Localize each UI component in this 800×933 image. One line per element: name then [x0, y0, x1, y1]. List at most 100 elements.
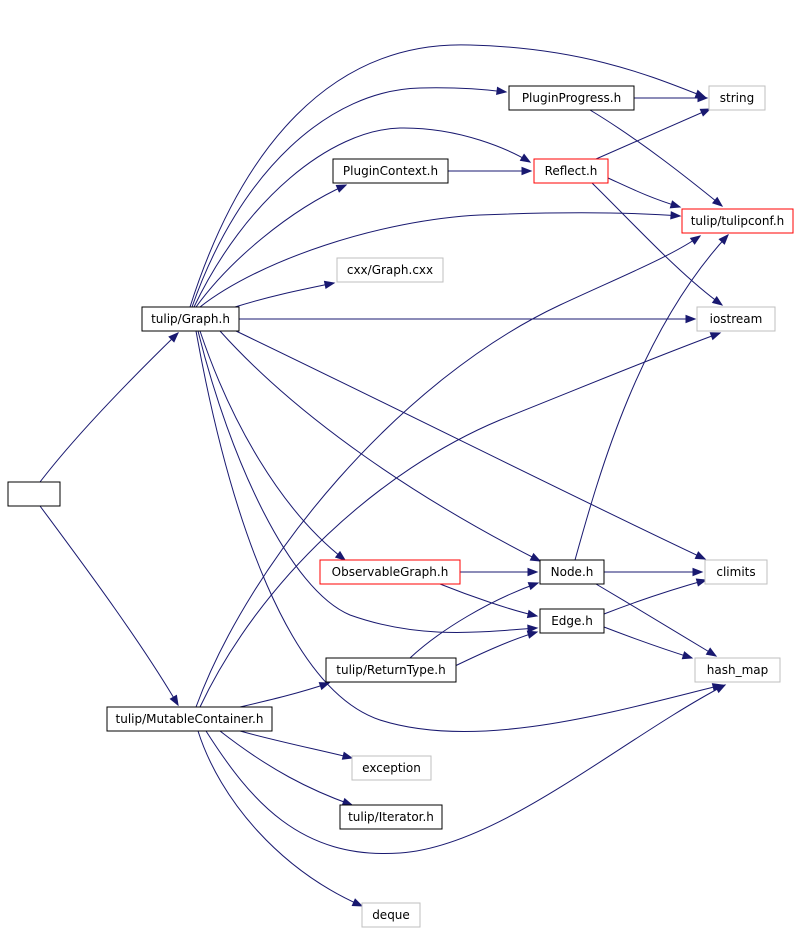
arrowhead-reflect-to-tulipconf	[669, 200, 682, 209]
node-box-iostream	[696, 306, 776, 332]
edge-returntype-to-node	[409, 582, 539, 659]
arrowhead-graph-to-graphcxx	[323, 280, 336, 290]
node-observable[interactable]: ObservableGraph.h	[319, 559, 461, 585]
node-box-node	[539, 559, 605, 585]
node-node[interactable]: Node.h	[539, 559, 605, 585]
node-label-reflect: Reflect.h	[545, 164, 598, 178]
arrowhead-graph-to-climits	[694, 551, 707, 560]
node-box-bfs	[7, 481, 61, 507]
edge-graph-to-hashmap	[195, 330, 723, 733]
arrowhead-edge-to-climits	[695, 578, 708, 587]
node-iterator[interactable]: tulip/Iterator.h	[339, 804, 443, 830]
arrowhead-graph-to-observable	[334, 550, 347, 561]
node-bfs[interactable]: Bfs.h	[7, 481, 61, 507]
arrowhead-reflect-to-string	[699, 108, 712, 117]
edge-mutable-to-returntype	[239, 682, 330, 708]
nodes-layer: Bfs.h tulip/Graph.h tulip/MutableContainer…	[7, 85, 794, 928]
node-label-bfs: Bfs.h	[19, 487, 49, 501]
arrowhead-returntype-to-node	[527, 582, 540, 591]
node-label-tulipconf: tulip/tulipconf.h	[691, 214, 785, 228]
edge-mutable-to-iostream	[199, 332, 721, 708]
node-label-node: Node.h	[551, 565, 594, 579]
node-edge[interactable]: Edge.h	[539, 608, 605, 634]
edge-mutable-to-tulipconf	[195, 235, 701, 708]
edge-mutable-to-exception	[239, 730, 353, 759]
node-deque: deque	[361, 902, 421, 928]
node-graphcxx: cxx/Graph.cxx	[336, 257, 444, 283]
arrowhead-bfs-to-graph	[168, 332, 179, 343]
edge-bfs-to-graph	[39, 332, 179, 483]
node-returntype[interactable]: tulip/ReturnType.h	[325, 657, 457, 683]
node-box-reflect	[533, 158, 609, 184]
edge-edge-to-climits	[603, 579, 707, 615]
node-mutable[interactable]: tulip/MutableContainer.h	[106, 706, 273, 732]
arrowhead-reflect-to-iostream	[711, 296, 724, 306]
node-box-graph	[141, 306, 240, 332]
node-reflect[interactable]: Reflect.h	[533, 158, 609, 184]
node-string: string	[708, 85, 766, 111]
edge-mutable-to-iterator	[219, 730, 353, 806]
edge-reflect-to-iostream	[591, 182, 723, 306]
node-label-observable: ObservableGraph.h	[332, 565, 449, 579]
edge-graph-to-tulipconf	[199, 212, 681, 308]
arrowhead-plugincontext-to-reflect	[521, 166, 533, 176]
node-box-observable	[319, 559, 461, 585]
node-label-returntype: tulip/ReturnType.h	[336, 663, 445, 677]
arrowhead-mutable-to-iostream	[709, 332, 722, 341]
node-label-exception: exception	[362, 761, 421, 775]
node-box-tulipconf	[681, 208, 794, 234]
node-plugincontext[interactable]: PluginContext.h	[332, 158, 449, 184]
edge-graph-to-plugincontext	[195, 184, 347, 308]
arrowhead-returntype-to-edge	[526, 630, 539, 639]
node-label-graph: tulip/Graph.h	[151, 312, 230, 326]
node-box-deque	[361, 902, 421, 928]
edge-mutable-to-hashmap	[205, 684, 726, 855]
arrowhead-mutable-to-hashmap	[714, 684, 727, 694]
edge-graph-to-reflect	[193, 127, 531, 308]
arrowhead-graph-to-tulipconf	[670, 211, 682, 220]
edge-graph-to-edge	[197, 330, 538, 633]
edge-graph-to-string	[189, 44, 706, 308]
arrowhead-mutable-to-iterator	[341, 797, 354, 806]
edge-reflect-to-string	[595, 108, 711, 160]
node-tulipconf[interactable]: tulip/tulipconf.h	[681, 208, 794, 234]
edges-layer	[39, 44, 729, 907]
node-hashmap: hash_map	[694, 657, 781, 683]
node-graph[interactable]: tulip/Graph.h	[141, 306, 240, 332]
arrowhead-graph-to-iostream	[685, 314, 697, 324]
node-label-climits: climits	[716, 565, 755, 579]
node-label-deque: deque	[372, 908, 410, 922]
arrowhead-graph-to-reflect	[519, 153, 532, 163]
arrowhead-observable-to-edge	[526, 609, 539, 619]
node-box-string	[708, 85, 766, 111]
node-pluginprogress[interactable]: PluginProgress.h	[508, 85, 635, 111]
node-label-iostream: iostream	[710, 312, 763, 326]
arrowhead-bfs-to-mutable	[169, 694, 179, 707]
arrowhead-mutable-to-deque	[351, 898, 364, 907]
edge-graph-to-observable	[199, 330, 346, 561]
arrowhead-edge-to-hashmap	[681, 651, 694, 660]
node-box-exception	[351, 755, 432, 781]
node-label-plugincontext: PluginContext.h	[343, 164, 438, 178]
edge-graph-to-node	[219, 330, 541, 562]
edge-returntype-to-edge	[454, 631, 538, 667]
node-box-edge	[539, 608, 605, 634]
node-label-string: string	[720, 91, 754, 105]
node-label-hashmap: hash_map	[707, 663, 768, 677]
node-box-climits	[704, 559, 768, 585]
node-climits: climits	[704, 559, 768, 585]
node-box-iterator	[339, 804, 443, 830]
arrowhead-node-to-tulipconf	[718, 233, 729, 245]
node-label-edge: Edge.h	[551, 614, 593, 628]
arrowhead-observable-to-node	[527, 567, 539, 577]
edge-reflect-to-tulipconf	[607, 177, 681, 208]
node-iostream: iostream	[696, 306, 776, 332]
node-box-plugincontext	[332, 158, 449, 184]
arrowhead-mutable-to-exception	[341, 751, 354, 760]
edge-graph-to-climits	[235, 330, 706, 560]
arrowhead-mutable-to-tulipconf	[689, 235, 702, 245]
node-label-graphcxx: cxx/Graph.cxx	[347, 263, 433, 277]
arrowhead-pluginprogress-to-string	[697, 93, 709, 103]
node-label-mutable: tulip/MutableContainer.h	[116, 712, 264, 726]
